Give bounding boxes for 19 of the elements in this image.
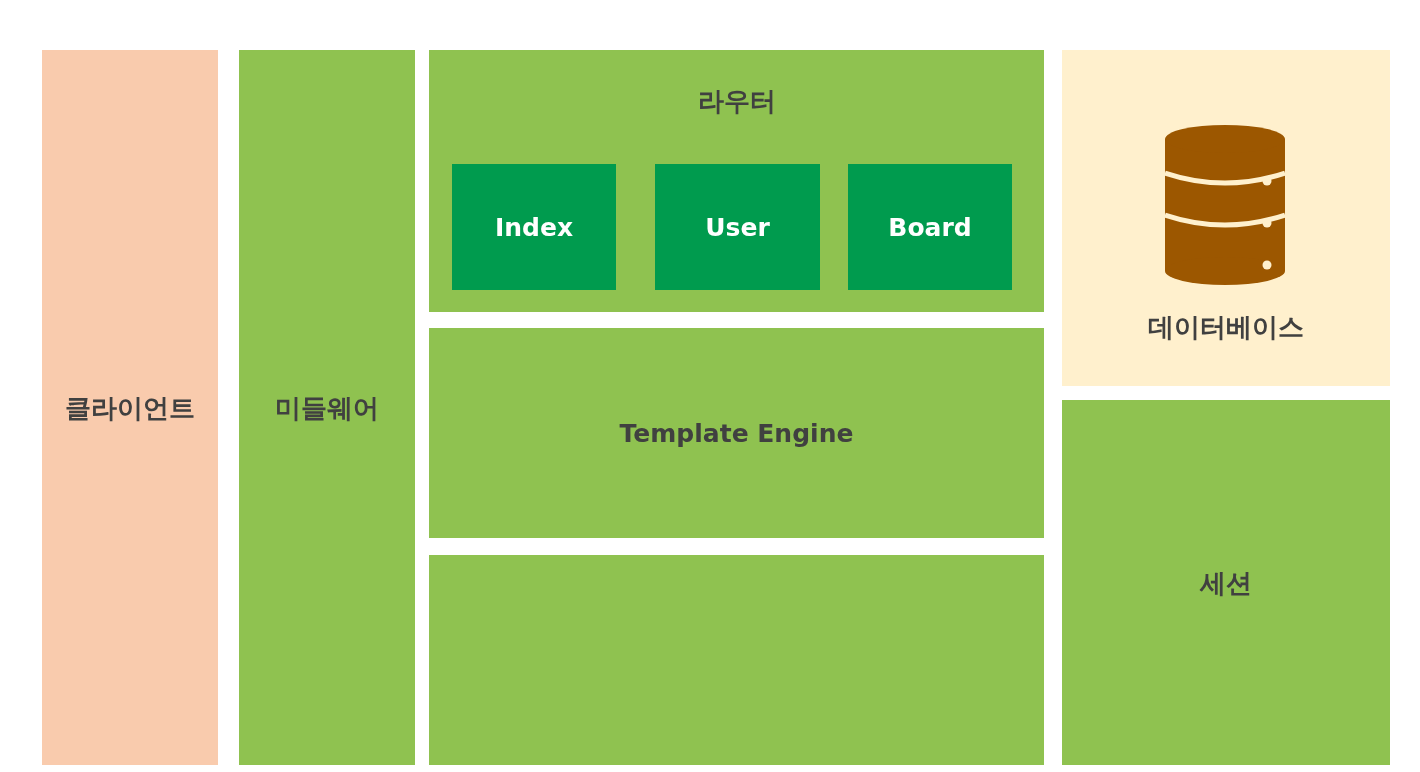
panel-title: 미들웨어 (275, 391, 379, 424)
box-label: User (705, 212, 770, 242)
panel-title: 라우터 (697, 85, 776, 118)
route-box (848, 164, 1012, 290)
template-engine-panel (429, 328, 1044, 538)
middleware-panel (239, 50, 415, 765)
client-panel (42, 50, 218, 765)
session-panel (1062, 400, 1390, 765)
route-box (655, 164, 820, 290)
panel-title: 클라이언트 (65, 391, 195, 424)
panel-title: 데이터베이스 (1148, 311, 1304, 344)
storage-panel (429, 555, 1044, 765)
router-panel (429, 50, 1044, 312)
panel-title: Template Engine (619, 418, 854, 448)
panel-title: 세션 (1200, 566, 1252, 599)
route-box (452, 164, 616, 290)
database-panel (1062, 50, 1390, 386)
box-label: Index (494, 212, 574, 242)
box-label: Board (888, 212, 972, 242)
